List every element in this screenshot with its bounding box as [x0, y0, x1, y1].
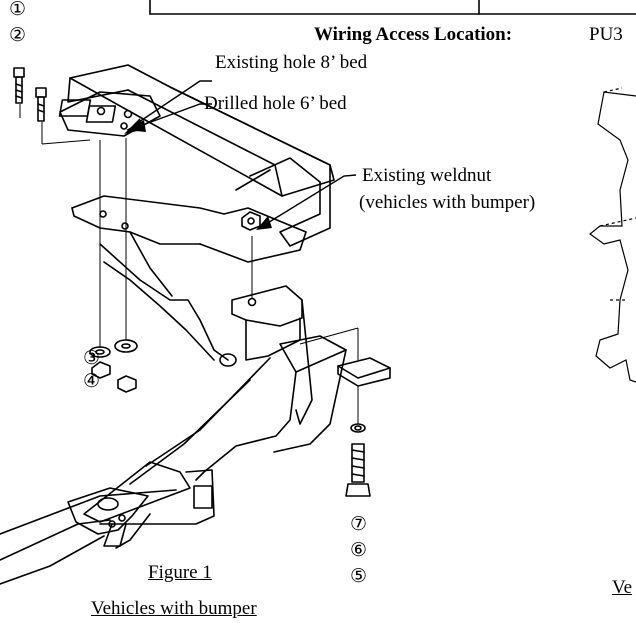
- right-figure-fragment: [589, 87, 636, 383]
- right-figure-caption-fragment: Ve: [612, 577, 633, 598]
- hardware-stack: [337, 357, 391, 497]
- part-number-6: ⑥: [350, 539, 368, 561]
- part-number-5: ⑤: [350, 565, 368, 587]
- part-number-3: ③: [83, 347, 101, 369]
- arrowheads: [124, 118, 272, 230]
- alignment-lines: [19, 104, 359, 424]
- weldnut-callout-line1: Existing weldnut: [362, 165, 492, 186]
- wiring-access-label: Wiring Access Location:: [314, 24, 513, 45]
- weldnut: [241, 211, 261, 231]
- figure-caption: Vehicles with bumper: [91, 598, 257, 619]
- figure-number: Figure 1: [148, 562, 212, 583]
- receiver-tube: [0, 335, 347, 561]
- mounting-plate: [58, 91, 161, 137]
- frame-rail: [67, 64, 335, 247]
- part-number-4: ④: [83, 370, 101, 392]
- part-number-7: ⑦: [350, 513, 368, 535]
- weldnut-callout-line2: (vehicles with bumper): [359, 192, 536, 213]
- wiring-access-value: PU3: [589, 24, 623, 45]
- ball-mount: [0, 487, 151, 585]
- hitch-bracket: [71, 195, 313, 425]
- table-border-top: [149, 0, 636, 15]
- leader-arrows: [135, 80, 357, 225]
- top-bolts: [13, 67, 47, 122]
- existing-hole-callout: Existing hole 8’ bed: [215, 52, 368, 73]
- part-number-2: ②: [9, 24, 27, 46]
- drilled-hole-callout: Drilled hole 6’ bed: [204, 93, 347, 114]
- part-number-1: ①: [9, 0, 27, 20]
